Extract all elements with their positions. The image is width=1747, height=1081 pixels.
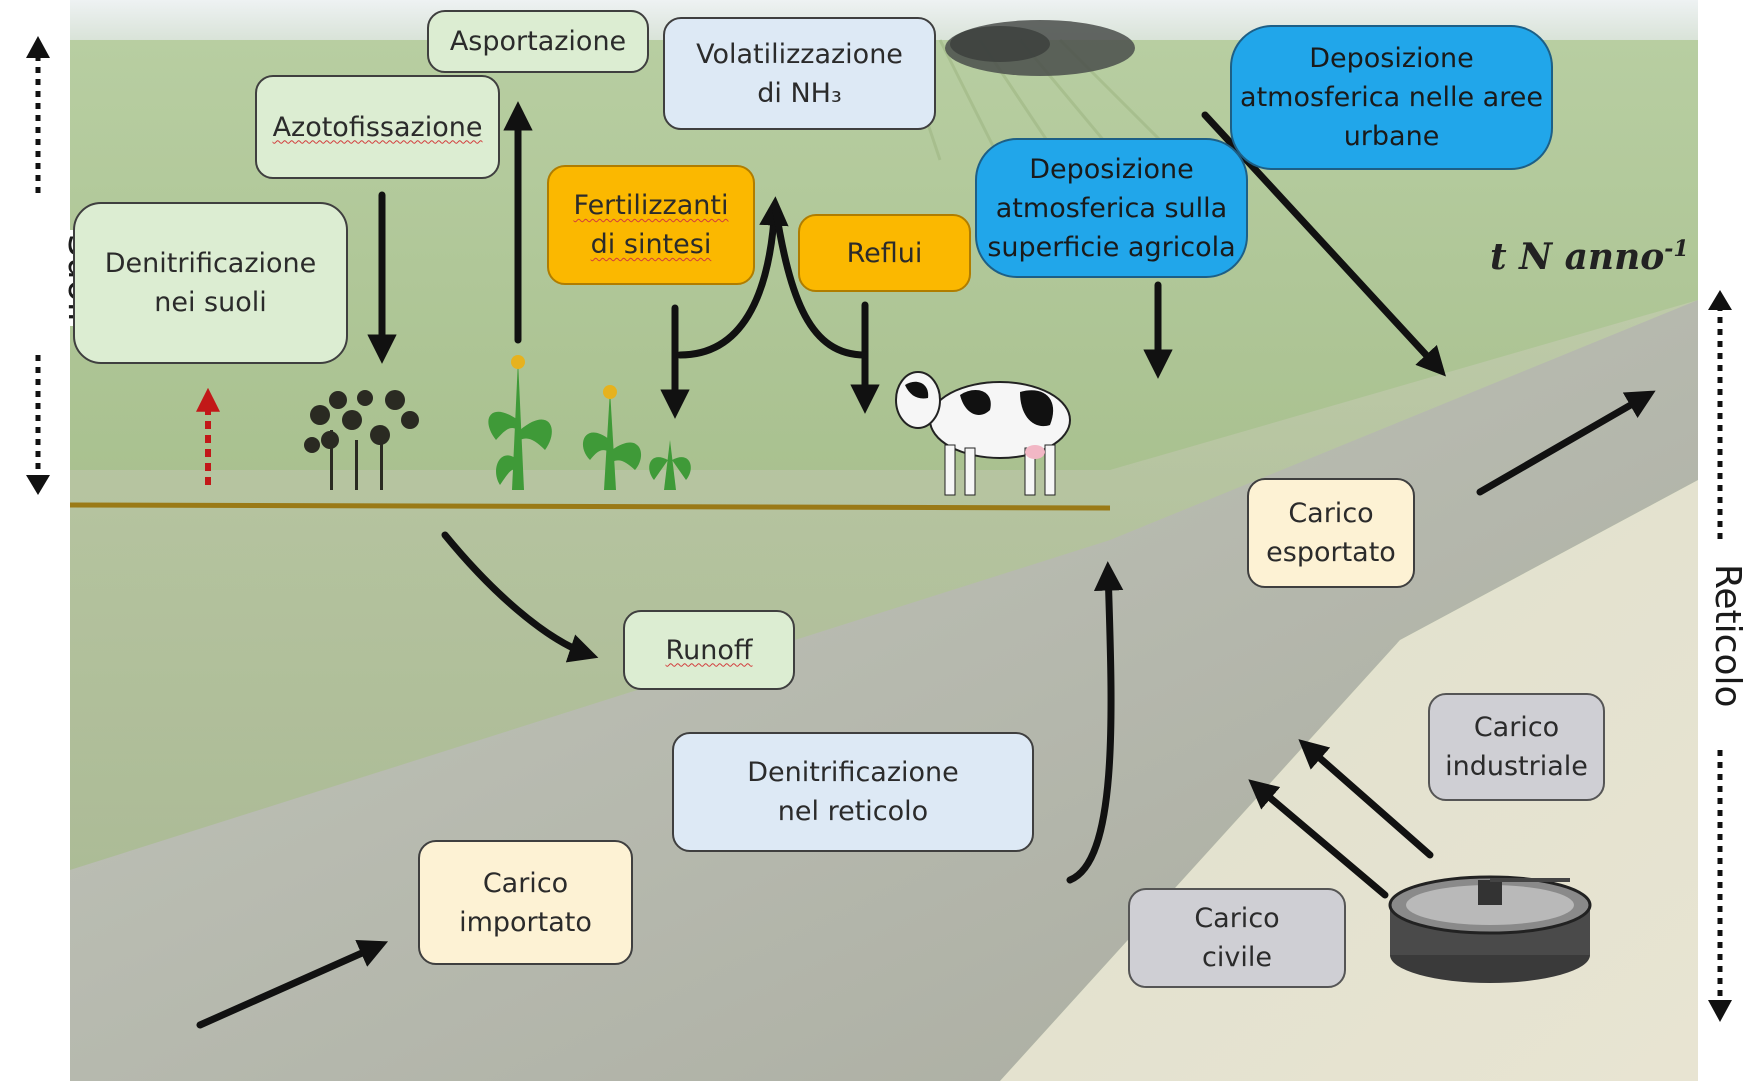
soil-surface-line <box>69 502 1111 511</box>
legume-plants <box>304 390 419 490</box>
suoli-arrowhead-top <box>26 36 50 58</box>
denitrificazione-suoli-box: Denitrificazione nei suoli <box>73 202 348 364</box>
azotofissazione-box: Azotofissazione <box>255 75 500 179</box>
carico-civile-box: Carico civile <box>1128 888 1346 988</box>
flow-arrows <box>196 101 1656 1029</box>
carico-importato-label: Carico importato <box>459 867 592 938</box>
denitrificazione-reticolo-box: Denitrificazione nel reticolo <box>672 732 1034 852</box>
wastewater-clarifier <box>1388 875 1592 983</box>
volatilizzazione-label: Volatilizzazione di NH₃ <box>696 38 903 109</box>
carico-esportato-box: Carico esportato <box>1247 478 1415 588</box>
deposizione-urbane-box: Deposizione atmosferica nelle aree urban… <box>1230 25 1553 170</box>
unit-base: t N anno <box>1490 236 1665 278</box>
suoli-arrowhead-bottom <box>26 475 50 495</box>
runoff-box: Runoff <box>623 610 795 690</box>
asportazione-label: Asportazione <box>449 26 627 57</box>
carico-importato-box: Carico importato <box>418 840 633 965</box>
corn-tassels <box>511 355 617 399</box>
carico-esportato-label: Carico esportato <box>1266 498 1396 568</box>
fertilizzanti-label: Fertilizzanti di sintesi <box>573 190 729 260</box>
reticolo-label: Reticolo <box>1707 560 1747 712</box>
fertilizzanti-box: Fertilizzanti di sintesi <box>547 165 755 285</box>
carico-industriale-box: Carico industriale <box>1428 693 1605 801</box>
volatilizzazione-box: Volatilizzazione di NH₃ <box>663 17 936 130</box>
deposizione-urbane-label: Deposizione atmosferica nelle aree urban… <box>1240 43 1543 152</box>
corn-plants <box>488 360 691 490</box>
runoff-label: Runoff <box>665 634 753 666</box>
deposizione-agricola-box: Deposizione atmosferica sulla superficie… <box>975 138 1248 278</box>
carico-industriale-label: Carico industriale <box>1445 712 1588 782</box>
cow-illustration <box>895 371 1071 496</box>
denitrificazione-reticolo-label: Denitrificazione nel reticolo <box>747 757 959 827</box>
reticolo-arrowhead-bottom <box>1708 1000 1732 1022</box>
denitrificazione-suoli-label: Denitrificazione nei suoli <box>104 248 317 318</box>
reticolo-arrowhead-top <box>1708 290 1732 310</box>
reflui-label: Reflui <box>846 237 923 269</box>
carico-civile-label: Carico civile <box>1194 903 1280 973</box>
azotofissazione-label: Azotofissazione <box>272 111 483 143</box>
reflui-box: Reflui <box>798 214 971 292</box>
unit-label: t N anno-1 <box>1490 236 1689 278</box>
asportazione-box: Asportazione <box>427 10 649 73</box>
deposizione-agricola-label: Deposizione atmosferica sulla superficie… <box>987 153 1236 263</box>
unit-exponent: -1 <box>1664 236 1689 262</box>
